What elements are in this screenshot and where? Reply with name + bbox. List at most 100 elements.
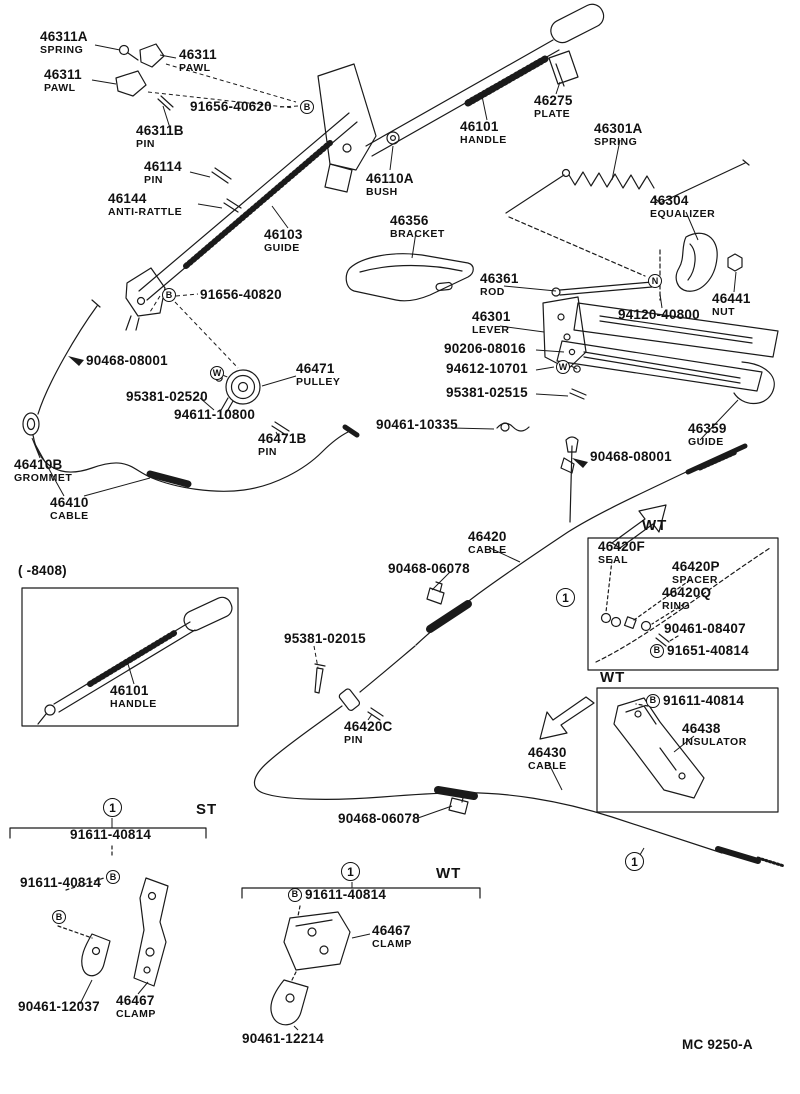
label-46144-anti-rattle-line1: 46144: [108, 191, 147, 206]
heading-wt-right: WT: [600, 670, 625, 686]
label-90206-08016: 90206-08016: [444, 341, 526, 356]
label-90468-06078-mid-line1: 90468-06078: [388, 561, 470, 576]
label-46361-rod-line1: 46361: [480, 271, 519, 286]
label-46114-pin-line2: PIN: [144, 174, 164, 187]
circled-b-badge: B: [650, 644, 664, 659]
label-46103-guide-line1: 46103: [264, 227, 303, 242]
callout-1-st-group: 1: [103, 798, 122, 817]
label-46301-lever-line1: 46301: [472, 309, 511, 324]
label-90461-12214: 90461-12214: [242, 1031, 324, 1046]
label-91656-40620-line1: 91656-40620: [190, 99, 272, 114]
label-95381-02520: 95381-02520: [126, 389, 208, 404]
label-90468-06078-bottom-line1: 90468-06078: [338, 811, 420, 826]
label-46304-equalizer-line1: 46304: [650, 193, 689, 208]
label-94120-40800: 94120-40800: [618, 307, 700, 322]
label-91656-40820: 91656-40820: [200, 287, 282, 302]
circled-b-badge: B: [288, 888, 302, 903]
label-46311-pawl-top-line1: 46311: [179, 47, 217, 62]
label-46110a-bush-line1: 46110A: [366, 171, 414, 186]
heading-st: ST: [196, 802, 217, 818]
label-90468-06078-bottom: 90468-06078: [338, 811, 420, 826]
label-91611-40814-st-top-line1: 91611-40814: [70, 827, 152, 842]
label-46410b-grommet-line1: 46410B: [14, 457, 63, 472]
label-46438-insulator-line1: 46438: [682, 721, 721, 736]
label-46420-cable-line1: 46420: [468, 529, 507, 544]
label-46420c-pin-line1: 46420C: [344, 719, 393, 734]
label-90461-12037: 90461-12037: [18, 999, 100, 1014]
label-46420q-ring-line1: 46420Q: [662, 585, 712, 600]
callout-1-wt-group: 1: [341, 862, 360, 881]
label-46467-clamp-st-line1: 46467: [116, 993, 155, 1008]
badge-n-40800: N: [648, 274, 662, 288]
label-46430-cable-line1: 46430: [528, 745, 567, 760]
label-46441-nut-line2: NUT: [712, 306, 736, 319]
label-46467-clamp-wt-line1: 46467: [372, 923, 411, 938]
callout-1-cable-46430: 1: [625, 852, 644, 871]
circled-b-badge: B: [646, 694, 660, 709]
label-46311-pawl-top-line2: PAWL: [179, 62, 211, 75]
label-90468-08001-left-line1: 90468-08001: [86, 353, 168, 368]
label-46359-guide-line2: GUIDE: [688, 436, 724, 449]
label-46410-cable-line1: 46410: [50, 495, 89, 510]
label-94612-10701-line1: 94612-10701: [446, 361, 528, 376]
label-90461-08407-line1: 90461-08407: [664, 621, 746, 636]
label-90468-06078-mid: 90468-06078: [388, 561, 470, 576]
label-46311b-pin-line2: PIN: [136, 138, 156, 151]
label-46467-clamp-st-line2: CLAMP: [116, 1008, 156, 1021]
label-46301-lever-line2: LEVER: [472, 324, 510, 337]
label-46420-cable-line2: CABLE: [468, 544, 507, 557]
label-46311-pawl-left-line2: PAWL: [44, 82, 76, 95]
badge-w-10701: W: [556, 360, 570, 374]
label-95381-02015: 95381-02015: [284, 631, 366, 646]
label-91611-40814-st-top: 91611-40814: [70, 827, 152, 842]
badge-w-02520: W: [210, 366, 224, 380]
label-46110a-bush-line2: BUSH: [366, 186, 398, 199]
label-46304-equalizer-line2: EQUALIZER: [650, 208, 716, 221]
label-90206-08016-line1: 90206-08016: [444, 341, 526, 356]
label-46356-bracket-line2: BRACKET: [390, 228, 445, 241]
badge-b-st-top: B: [106, 870, 120, 884]
label-90468-08001-right-line1: 90468-08001: [590, 449, 672, 464]
label-94120-40800-line1: 94120-40800: [618, 307, 700, 322]
heading-wt-right-line1: WT: [600, 669, 626, 686]
label-46420q-ring-line2: RING: [662, 600, 691, 613]
label-46420p-spacer-line1: 46420P: [672, 559, 720, 574]
label-46430-cable-line2: CABLE: [528, 760, 567, 773]
label-46301a-spring-line2: SPRING: [594, 136, 638, 149]
label-46103-guide-line2: GUIDE: [264, 242, 300, 255]
label-46311a-spring-line1: 46311A: [40, 29, 88, 44]
label-46101-handle-line2: HANDLE: [460, 134, 507, 147]
label-8408-range: ( -8408): [18, 563, 67, 578]
label-46441-nut-line1: 46441: [712, 291, 751, 306]
label-46101-handle-early-line2: HANDLE: [110, 698, 157, 711]
label-91651-40814-line1: 91651-40814: [667, 643, 749, 658]
label-90461-12214-line1: 90461-12214: [242, 1031, 324, 1046]
label-46471-pulley-line2: PULLEY: [296, 376, 341, 389]
label-91611-40814-st-left-line1: 91611-40814: [20, 875, 102, 890]
label-90461-10335-line1: 90461-10335: [376, 417, 458, 432]
